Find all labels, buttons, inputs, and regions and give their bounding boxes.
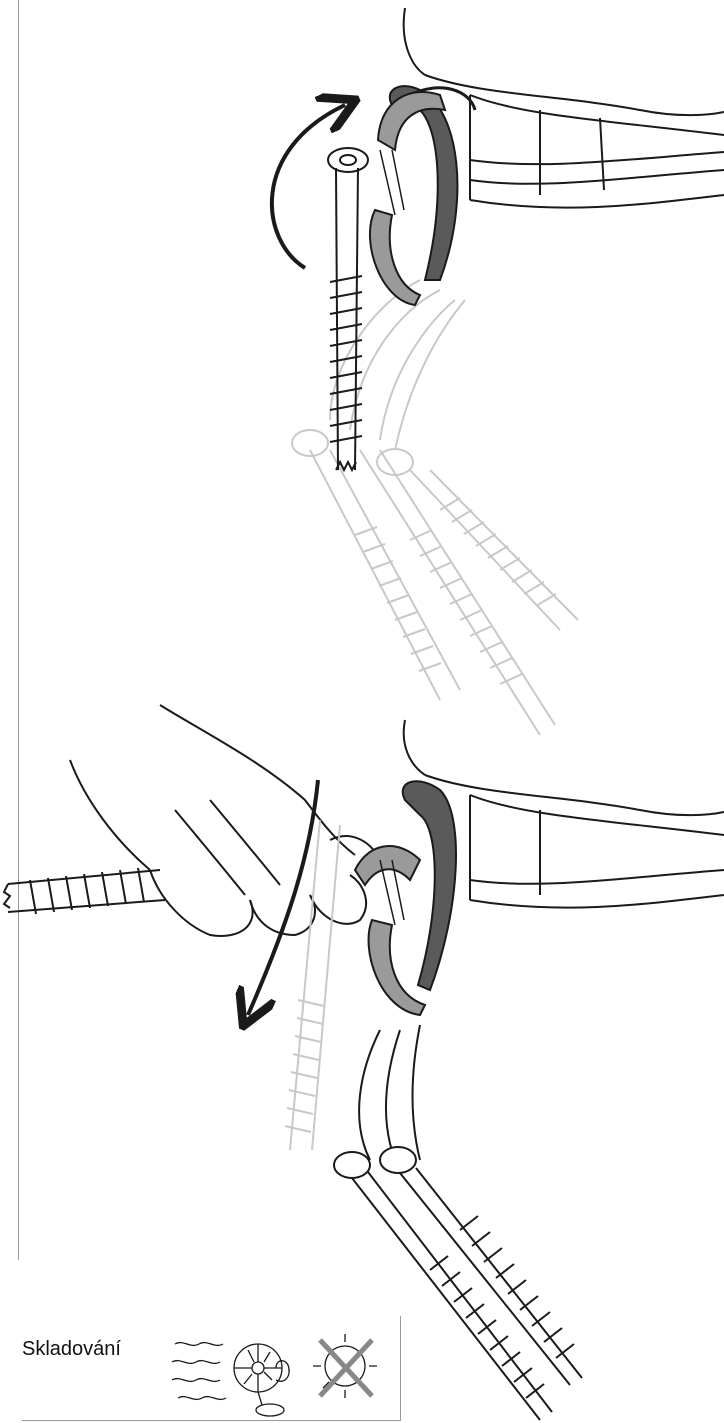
storage-label: Skladování (22, 1338, 121, 1361)
extracted-screw (4, 868, 165, 914)
bottom-illustration (4, 705, 724, 1420)
storage-panel (22, 1316, 401, 1421)
carabiner-quickdraw-2 (355, 781, 456, 1160)
rotate-arrow (272, 105, 345, 268)
carabiner-quickdraw (370, 86, 475, 305)
top-illustration (272, 8, 724, 735)
ice-screw-main (328, 148, 368, 470)
pull-arrow (248, 780, 318, 1015)
ghost-screws (292, 280, 578, 735)
ghost-screw-2 (285, 820, 340, 1150)
